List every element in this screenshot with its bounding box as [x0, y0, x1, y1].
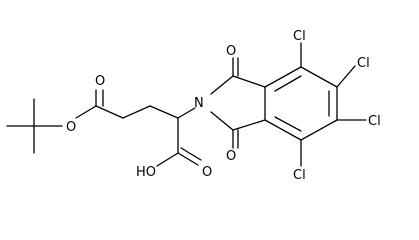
bond-to-cl-2 — [336, 65, 356, 88]
bond-ester-carbon-to-c1 — [95, 105, 124, 119]
benzene-inner-bond-top — [274, 75, 302, 92]
atom-label-cl-3: Cl — [368, 114, 381, 129]
bond-bottom-carbonyl-to-ring — [232, 119, 266, 131]
atom-label-o-ester-carbonyl: O — [95, 74, 105, 89]
tert-butyl-ester-group — [75, 89, 104, 119]
imide-ring — [177, 57, 266, 149]
atom-labels: O O HO O N O O Cl Cl Cl Cl — [66, 29, 381, 183]
benzene-inner-bond-bottom — [274, 116, 302, 132]
bond-acid-carbonyl-1 — [177, 152, 199, 166]
benzene-ring — [264, 66, 338, 141]
atom-label-cl-1: Cl — [293, 29, 306, 44]
bond-alpha-carbon-to-n — [177, 107, 196, 119]
atom-label-o-acid-carbonyl: O — [202, 165, 212, 180]
bond-acid-carbon-to-oh — [156, 152, 179, 167]
atom-label-n-imide: N — [194, 96, 204, 111]
carboxylic-acid-group — [156, 117, 202, 167]
structure-canvas: O O HO O N O O Cl Cl Cl Cl — [6, 29, 381, 183]
bond-c2-to-alpha-carbon — [149, 105, 179, 119]
benzene-bond-6 — [264, 119, 302, 141]
chlorine-bonds — [300, 42, 367, 167]
bond-c1-to-c2 — [122, 105, 151, 119]
chemical-structure-diagram: O O HO O N O O Cl Cl Cl Cl — [6, 29, 381, 183]
bond-oxygen-to-ester-carbon — [75, 105, 97, 119]
alkyl-chain — [95, 105, 179, 119]
atom-label-o-imide-top: O — [226, 44, 236, 59]
bond-top-carbonyl-to-ring — [232, 75, 266, 88]
bond-n-to-top-carbonyl — [210, 75, 234, 95]
benzene-bond-5 — [300, 119, 338, 141]
bond-acid-carbonyl-2 — [180, 147, 202, 161]
benzene-bond-3 — [300, 66, 338, 88]
atom-label-o-imide-bottom: O — [226, 149, 236, 164]
atom-label-cl-4: Cl — [293, 168, 306, 183]
tert-butyl-group — [6, 98, 63, 154]
atom-label-cl-2: Cl — [357, 56, 370, 71]
benzene-bond-2 — [264, 66, 302, 88]
atom-label-o-ester-ether: O — [66, 120, 76, 135]
bond-n-to-bottom-carbonyl — [210, 111, 234, 131]
atom-label-oh-acid: HO — [136, 165, 156, 180]
